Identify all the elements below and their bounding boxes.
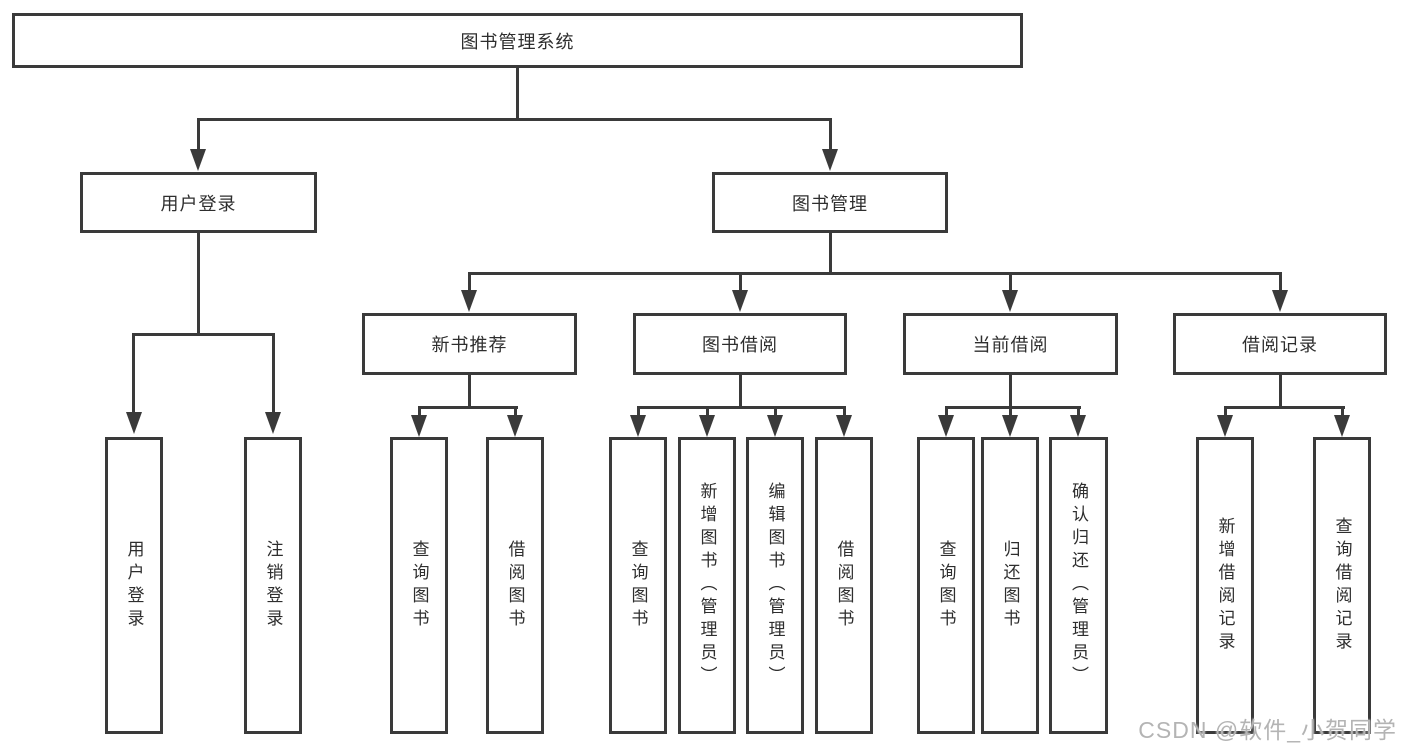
connector-line: [272, 333, 275, 413]
connector-line: [637, 406, 846, 409]
connector-arrow: [938, 415, 954, 437]
leaf-label: 新增图书（管理员）: [697, 482, 717, 689]
connector-line: [945, 406, 948, 418]
leaf-add-books-admin: 新增图书（管理员）: [678, 437, 736, 734]
connector-line: [829, 118, 832, 152]
connector-line: [1009, 272, 1012, 294]
node-book-borrowing: 图书借阅: [633, 313, 847, 375]
connector-line: [197, 118, 200, 152]
connector-line: [418, 406, 421, 418]
leaf-borrow-books: 借阅图书: [815, 437, 873, 734]
connector-line: [739, 375, 742, 409]
connector-line: [468, 272, 471, 294]
connector-line: [197, 118, 832, 121]
node-borrowing-records: 借阅记录: [1173, 313, 1387, 375]
connector-line: [1341, 406, 1344, 418]
connector-line: [132, 333, 275, 336]
leaf-logout: 注销登录: [244, 437, 302, 734]
connector-arrow: [767, 415, 783, 437]
leaf-label: 确认归还（管理员）: [1069, 482, 1088, 689]
leaf-return-books: 归还图书: [981, 437, 1039, 734]
connector-line: [1279, 272, 1282, 294]
connector-arrow: [699, 415, 715, 437]
leaf-label: 查询借阅记录: [1332, 516, 1352, 655]
connector-arrow: [411, 415, 427, 437]
leaf-label: 新增借阅记录: [1215, 516, 1235, 655]
connector-line: [514, 406, 517, 418]
connector-line: [1279, 375, 1282, 409]
node-book-management: 图书管理: [712, 172, 948, 233]
connector-line: [1009, 406, 1012, 418]
connector-line: [829, 233, 832, 275]
leaf-borrow-books-recommend: 借阅图书: [486, 437, 544, 734]
connector-arrow: [1070, 415, 1086, 437]
connector-line: [843, 406, 846, 418]
connector-line: [774, 406, 777, 418]
connector-line: [1077, 406, 1080, 418]
connector-line: [197, 233, 200, 336]
leaf-label: 借阅图书: [505, 539, 525, 632]
node-user-login: 用户登录: [80, 172, 317, 233]
connector-arrow: [265, 412, 281, 434]
leaf-query-books-borrow: 查询图书: [609, 437, 667, 734]
connector-arrow: [836, 415, 852, 437]
node-new-book-recommendation: 新书推荐: [362, 313, 577, 375]
leaf-query-borrow-record: 查询借阅记录: [1313, 437, 1371, 734]
connector-line: [468, 375, 471, 409]
connector-arrow: [1002, 290, 1018, 312]
leaf-label: 用户登录: [124, 539, 144, 632]
connector-arrow: [461, 290, 477, 312]
leaf-label: 归还图书: [1000, 539, 1020, 632]
connector-line: [1009, 375, 1012, 409]
node-root: 图书管理系统: [12, 13, 1023, 68]
leaf-label: 查询图书: [409, 539, 429, 632]
leaf-label: 注销登录: [263, 539, 283, 632]
connector-arrow: [630, 415, 646, 437]
connector-arrow: [190, 149, 206, 171]
connector-arrow: [732, 290, 748, 312]
leaf-confirm-return-admin: 确认归还（管理员）: [1049, 437, 1108, 734]
leaf-query-books-current: 查询图书: [917, 437, 975, 734]
connector-line: [418, 406, 518, 409]
connector-arrow: [126, 412, 142, 434]
connector-arrow: [507, 415, 523, 437]
leaf-user-login: 用户登录: [105, 437, 163, 734]
leaf-label: 查询图书: [628, 539, 648, 632]
node-current-borrowing: 当前借阅: [903, 313, 1118, 375]
connector-line: [637, 406, 640, 418]
connector-arrow: [1334, 415, 1350, 437]
leaf-edit-books-admin: 编辑图书（管理员）: [746, 437, 804, 734]
leaf-label: 查询图书: [936, 539, 956, 632]
connector-arrow: [1217, 415, 1233, 437]
connector-line: [706, 406, 709, 418]
connector-line: [132, 333, 135, 413]
leaf-label: 借阅图书: [834, 539, 854, 632]
connector-line: [739, 272, 742, 294]
connector-line: [945, 406, 1081, 409]
connector-line: [468, 272, 1282, 275]
leaf-label: 编辑图书（管理员）: [765, 482, 785, 689]
connector-arrow: [822, 149, 838, 171]
connector-line: [516, 68, 519, 120]
connector-line: [1224, 406, 1227, 418]
connector-line: [1224, 406, 1345, 409]
leaf-query-books-recommend: 查询图书: [390, 437, 448, 734]
csdn-watermark: CSDN @软件_小贺同学: [1138, 717, 1397, 743]
connector-arrow: [1002, 415, 1018, 437]
connector-arrow: [1272, 290, 1288, 312]
leaf-add-borrow-record: 新增借阅记录: [1196, 437, 1254, 734]
